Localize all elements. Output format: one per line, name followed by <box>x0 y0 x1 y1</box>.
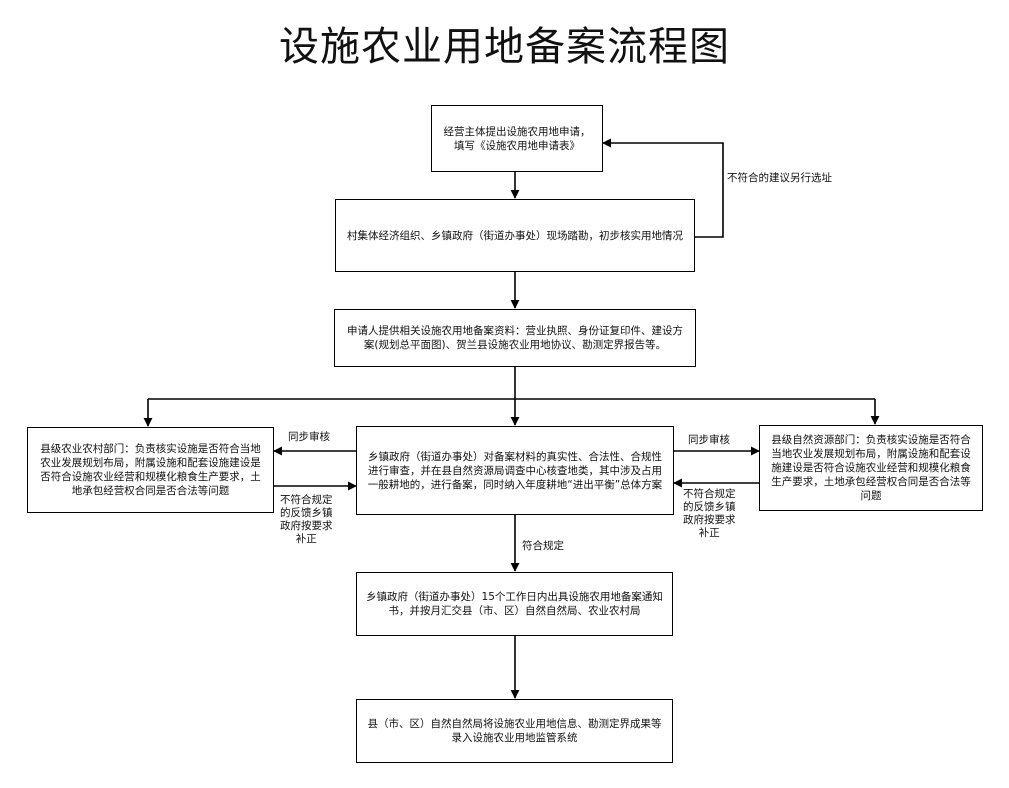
notice-text: 乡镇政府（街道办事处）15个工作日内出具设施农用地备案通知书，并按月汇交县（市、… <box>366 591 663 617</box>
system-entry-box: 县（市、区）自然自然局将设施农业用地信息、勘测定界成果等录入设施农业用地监管系统 <box>356 699 673 763</box>
materials-box: 申请人提供相关设施农用地备案资料：营业执照、身份证复印件、建设方案(规划总平面图… <box>334 309 696 367</box>
sync-left-label: 同步审核 <box>288 431 330 443</box>
agri-dept-text: 县级农业农村部门：负责核实设施是否符合当地农业发展规划布局，附属设施和配套设施建… <box>40 443 261 497</box>
resource-dept-text: 县级自然资源部门：负责核实设施是否符合当地农业发展规划布局，附属设施和配套设施建… <box>771 434 971 502</box>
compliant-label: 符合规定 <box>522 540 564 552</box>
survey-text: 村集体经济组织、乡镇政府（街道办事处）现场踏勘，初步核实用地情况 <box>347 229 683 242</box>
arrow-reselect-feedback <box>602 138 724 238</box>
sync-right-label: 同步审核 <box>688 434 730 446</box>
system-entry-text: 县（市、区）自然自然局将设施农业用地信息、勘测定界成果等录入设施农业用地监管系统 <box>367 718 662 744</box>
diagram-title: 设施农业用地备案流程图 <box>279 24 730 70</box>
review-text: 乡镇政府（街道办事处）对备案材料的真实性、合法性、合规性进行审查，并在县自然资源… <box>367 450 663 491</box>
agri-dept-box: 县级农业农村部门：负责核实设施是否符合当地农业发展规划布局，附属设施和配套设施建… <box>27 427 274 513</box>
materials-text: 申请人提供相关设施农用地备案资料：营业执照、身份证复印件、建设方案(规划总平面图… <box>347 325 683 351</box>
fix-left-label: 不符合规定 的反馈乡镇 政府按要求 补正 <box>280 494 333 545</box>
apply-text: 经营主体提出设施农用地申请，填写《设施农用地申请表》 <box>443 125 591 152</box>
fix-right-label: 不符合规定 的反馈乡镇 政府按要求 补正 <box>683 488 736 539</box>
reselect-label: 不符合的建议另行选址 <box>727 172 832 184</box>
notice-box: 乡镇政府（街道办事处）15个工作日内出具设施农用地备案通知书，并按月汇交县（市、… <box>356 572 673 636</box>
survey-box: 村集体经济组织、乡镇政府（街道办事处）现场踏勘，初步核实用地情况 <box>335 199 695 272</box>
apply-box: 经营主体提出设施农用地申请，填写《设施农用地申请表》 <box>431 105 603 172</box>
review-box: 乡镇政府（街道办事处）对备案材料的真实性、合法性、合规性进行审查，并在县自然资源… <box>356 426 674 515</box>
resource-dept-box: 县级自然资源部门：负责核实设施是否符合当地农业发展规划布局，附属设施和配套设施建… <box>759 425 983 511</box>
